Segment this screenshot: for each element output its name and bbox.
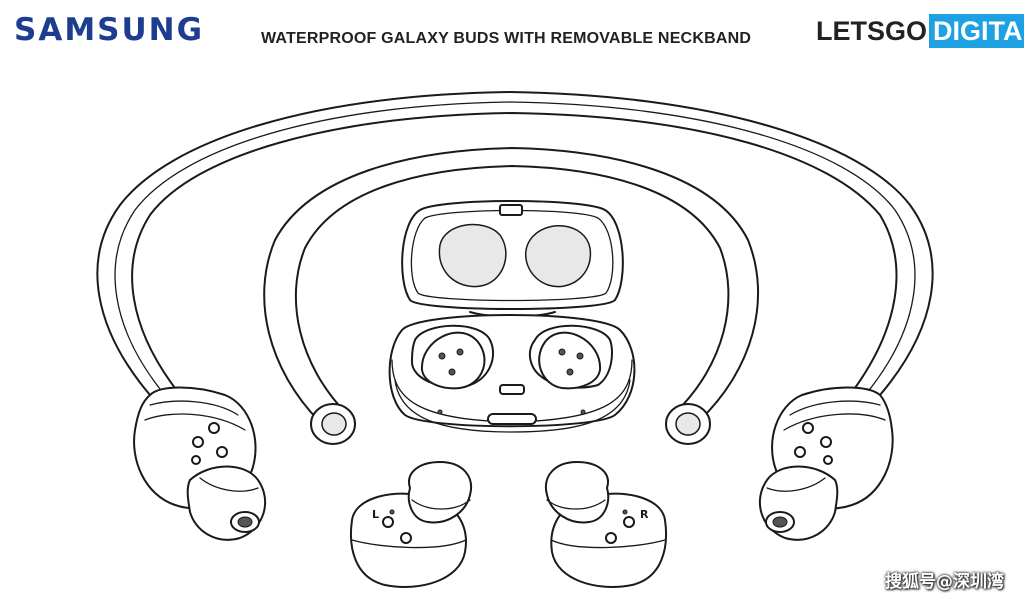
samsung-logo: SAMSUNG	[14, 12, 205, 48]
neckband-right-bud	[758, 386, 894, 541]
inner-neckband	[263, 147, 760, 445]
earbud-left: L	[350, 461, 473, 588]
right-marker: R	[640, 508, 649, 521]
left-marker: L	[372, 508, 379, 521]
earbud-right: R	[544, 461, 667, 588]
watermark: 搜狐号@深圳湾	[885, 572, 1004, 592]
outer-neckband	[96, 91, 934, 396]
header: SAMSUNG WATERPROOF GALAXY BUDS WITH REMO…	[0, 0, 1024, 70]
page-title: WATERPROOF GALAXY BUDS WITH REMOVABLE NE…	[261, 30, 752, 47]
charging-case	[388, 200, 636, 433]
logo-text-letsgo: LETSGO	[816, 16, 928, 46]
neckband-left-bud	[133, 386, 267, 541]
